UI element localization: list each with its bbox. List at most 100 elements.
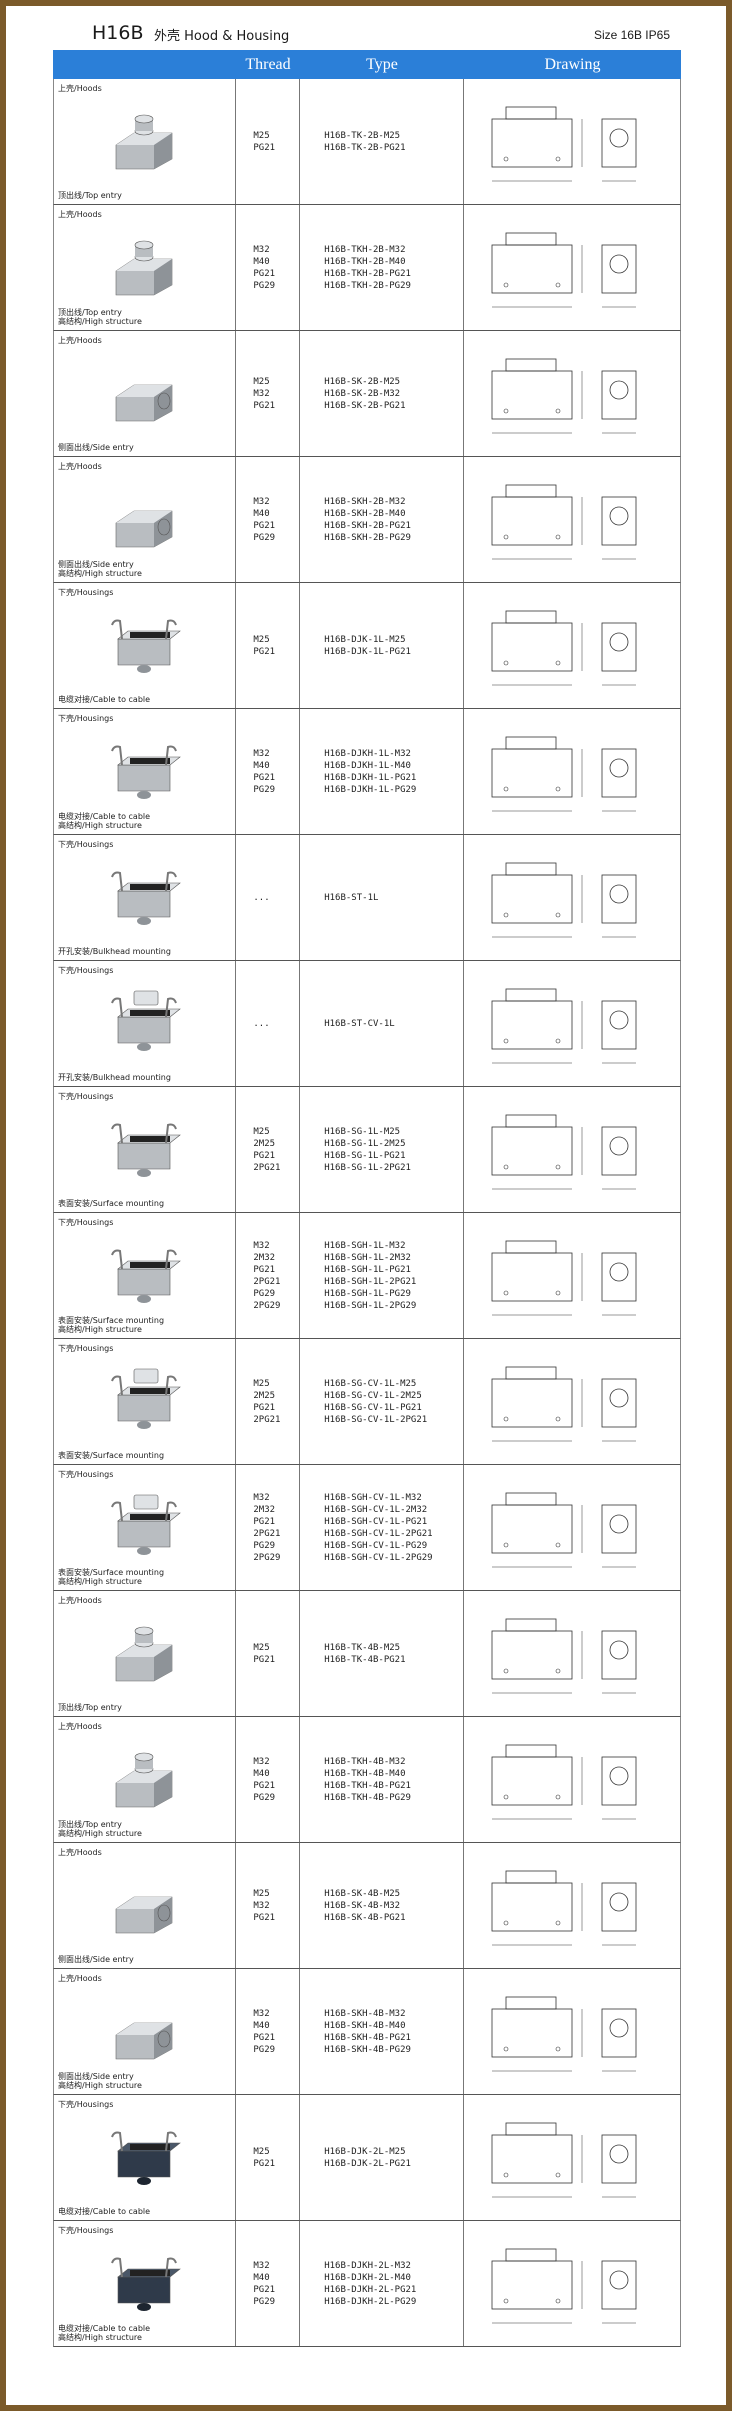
- thread-value: PG21: [253, 1264, 276, 1275]
- product-image: [104, 2247, 184, 2317]
- category-label: 上壳/Hoods: [58, 336, 102, 345]
- category-label: 上壳/Hoods: [58, 462, 102, 471]
- thread-value: PG21: [253, 2158, 276, 2169]
- type-code: H16B-TKH-2B-PG21: [324, 268, 411, 279]
- thread-value: PG21: [253, 268, 276, 279]
- thread-value: PG29: [253, 784, 276, 795]
- thread-value: M25: [253, 1888, 270, 1899]
- description-line: 表面安装/Surface mounting: [58, 1568, 165, 1577]
- drawing-cell: [464, 1339, 680, 1464]
- type-code: H16B-SGH-1L-2M32: [324, 1252, 411, 1263]
- description-line: 表面安装/Surface mounting: [58, 1451, 165, 1460]
- drawing-cell: [464, 961, 680, 1086]
- type-code: H16B-SK-4B-PG21: [324, 1912, 406, 1923]
- drawing-cell: [464, 2095, 680, 2220]
- thread-value: 2PG21: [253, 1414, 281, 1425]
- type-code: H16B-DJKH-1L-M40: [324, 760, 411, 771]
- thread-value: PG21: [253, 1654, 276, 1665]
- type-code: H16B-SK-4B-M32: [324, 1900, 401, 1911]
- product-description: 侧面出线/Side entry: [58, 1955, 134, 1964]
- type-code: H16B-SG-1L-2M25: [324, 1138, 406, 1149]
- description-line: 高结构/High structure: [58, 569, 142, 578]
- description-line: 顶出线/Top entry: [58, 308, 122, 317]
- drawing-cell: [464, 457, 680, 582]
- drawing-cell: [464, 1969, 680, 2094]
- product-image: [104, 987, 184, 1057]
- description-line: 开孔安装/Bulkhead mounting: [58, 947, 171, 956]
- drawing-cell: [464, 79, 680, 204]
- product-description: 电缆对接/Cable to cable: [58, 2207, 150, 2216]
- thread-value: M25: [253, 1378, 270, 1389]
- type-code: H16B-DJK-1L-PG21: [324, 646, 411, 657]
- description-line: 电缆对接/Cable to cable: [58, 2207, 151, 2216]
- type-code: H16B-SK-2B-M32: [324, 388, 401, 399]
- thread-value: PG21: [253, 2284, 276, 2295]
- product-cell: 下壳/Housings 开孔安装/Bulkhead mounting: [54, 961, 237, 1086]
- thread-value: M40: [253, 1768, 270, 1779]
- product-image: [104, 105, 184, 175]
- thread-value: ...: [253, 892, 270, 903]
- category-label: 下壳/Housings: [58, 966, 114, 975]
- product-description: 电缆对接/Cable to cable: [58, 695, 150, 704]
- type-code: H16B-SG-CV-1L-2PG21: [324, 1414, 428, 1425]
- description-line: 侧面出线/Side entry: [58, 2072, 134, 2081]
- thread-value: 2M32: [253, 1252, 276, 1263]
- type-code: H16B-DJK-2L-M25: [324, 2146, 406, 2157]
- thread-value: PG21: [253, 2032, 276, 2043]
- drawing-cell: [464, 205, 680, 330]
- type-code: H16B-DJKH-1L-M32: [324, 748, 411, 759]
- type-code: H16B-SG-CV-1L-PG21: [324, 1402, 422, 1413]
- drawing-cell: [464, 331, 680, 456]
- thread-value: M40: [253, 508, 270, 519]
- thread-value: M25: [253, 634, 270, 645]
- drawing-cell: [464, 1591, 680, 1716]
- type-code: H16B-DJKH-1L-PG21: [324, 772, 417, 783]
- thread-value: M32: [253, 748, 270, 759]
- thread-value: PG29: [253, 2044, 276, 2055]
- type-code: H16B-TK-2B-M25: [324, 130, 401, 141]
- type-code: H16B-SGH-1L-PG21: [324, 1264, 411, 1275]
- description-line: 高结构/High structure: [58, 1325, 142, 1334]
- thread-value: PG21: [253, 142, 276, 153]
- product-image: [104, 1995, 184, 2065]
- description-line: 高结构/High structure: [58, 821, 142, 830]
- thread-value: PG21: [253, 1780, 276, 1791]
- thread-value: M25: [253, 2146, 270, 2157]
- drawing-cell: [464, 1213, 680, 1338]
- product-description: 顶出线/Top entry: [58, 191, 122, 200]
- type-code: H16B-SKH-2B-PG21: [324, 520, 411, 531]
- category-label: 下壳/Housings: [58, 588, 114, 597]
- type-code: H16B-SG-1L-PG21: [324, 1150, 406, 1161]
- description-line: 电缆对接/Cable to cable: [58, 695, 151, 704]
- thread-value: M32: [253, 1756, 270, 1767]
- product-description: 开孔安装/Bulkhead mounting: [58, 1073, 171, 1082]
- type-code: H16B-SKH-4B-PG29: [324, 2044, 411, 2055]
- category-label: 下壳/Housings: [58, 840, 114, 849]
- thread-value: M32: [253, 496, 270, 507]
- description-line: 高结构/High structure: [58, 1577, 142, 1586]
- thread-value: PG29: [253, 1792, 276, 1803]
- thread-value: M32: [253, 244, 270, 255]
- thread-value: 2PG21: [253, 1528, 281, 1539]
- thread-value: M40: [253, 256, 270, 267]
- drawing-cell: [464, 835, 680, 960]
- description-line: 顶出线/Top entry: [58, 1703, 122, 1712]
